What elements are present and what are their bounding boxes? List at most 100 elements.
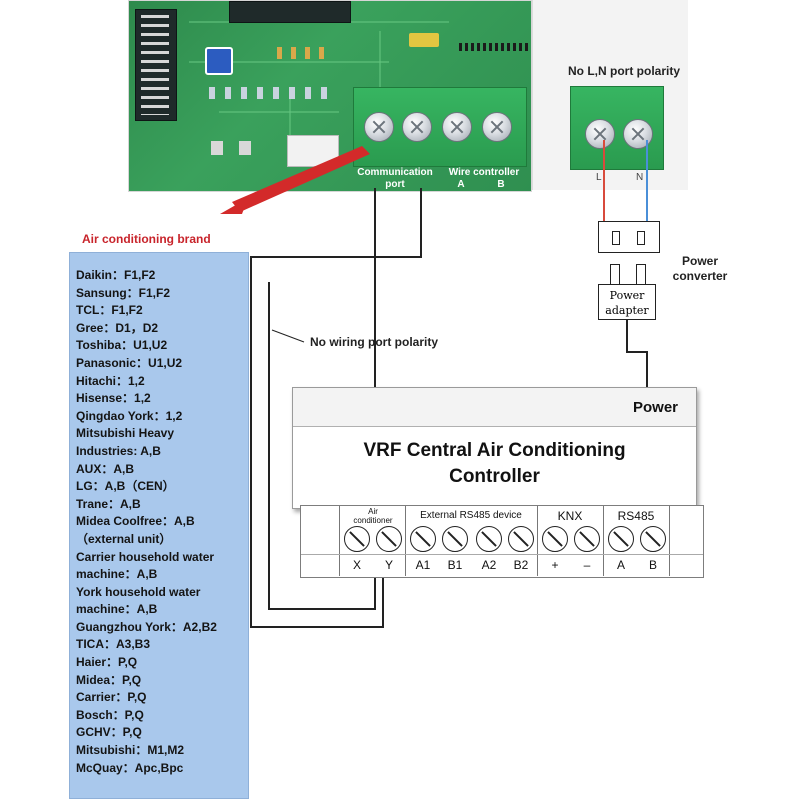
brand-line: LG：A,B（CEN） <box>76 479 175 494</box>
terminal-plus-screw <box>542 526 568 552</box>
screw-comm-1 <box>364 112 394 142</box>
communication-port-label: Communication port <box>357 167 433 190</box>
controller-title-line1: VRF Central Air Conditioning <box>363 440 626 461</box>
controller-power-label: Power <box>632 399 678 416</box>
comm-wire-a-h <box>268 608 376 610</box>
brand-line: GCHV：P,Q <box>76 725 142 740</box>
screw-comm-2 <box>402 112 432 142</box>
power-polarity-note: No L,N port polarity <box>568 64 680 78</box>
controller-power-bar: Power <box>293 388 696 427</box>
screw-wire-a <box>442 112 472 142</box>
brand-line: Gree：D1，D2 <box>76 320 159 335</box>
vrf-controller: Power VRF Central Air Conditioning Contr… <box>292 387 697 509</box>
controller-title: VRF Central Air Conditioning Controller <box>293 438 696 490</box>
comm-wire-b-v3 <box>382 570 384 628</box>
terminal-plus-label: + <box>551 558 559 572</box>
brand-line: Daikin：F1,F2 <box>76 268 156 282</box>
adapter-line1: Power <box>609 289 645 302</box>
terminal-x-label: X <box>352 558 361 572</box>
power-wire-h <box>626 351 648 353</box>
terminal-rs485-a-screw <box>608 526 634 552</box>
plug-prong-left <box>610 264 620 286</box>
brand-line: Hisense：1,2 <box>76 391 151 406</box>
pcb-terminal-block <box>353 87 527 167</box>
brand-line: Carrier：P,Q <box>76 690 147 705</box>
air-conditioner-group-label: Air conditioner <box>341 507 405 525</box>
brand-line: Qingdao York：1,2 <box>76 408 183 423</box>
brand-line: Hitachi：1,2 <box>76 373 145 388</box>
comm-wire-b-h2 <box>250 626 384 628</box>
wire-controller-label: Wire controller <box>448 167 520 178</box>
brand-line: Mitsubishi Heavy <box>76 426 175 441</box>
brand-line: machine：A,B <box>76 567 158 582</box>
brand-line: Haier：P,Q <box>76 655 138 670</box>
terminal-rs485-b-screw <box>640 526 666 552</box>
external-rs485-group-label: External RS485 device <box>420 510 522 521</box>
rs485-group-label: RS485 <box>617 509 655 523</box>
comm-wire-b-v2 <box>250 256 252 628</box>
ic-pins <box>141 15 169 115</box>
n-label: N <box>636 172 644 183</box>
brand-line: Midea：P,Q <box>76 672 142 687</box>
plug-prong-right <box>636 264 646 286</box>
terminal-a1-screw <box>410 526 436 552</box>
resistor-row <box>209 87 329 99</box>
brand-line: Bosch：P,Q <box>76 707 144 722</box>
l-label: L <box>596 172 602 183</box>
brand-line: TCL：F1,F2 <box>76 303 143 318</box>
wire-l-red <box>603 140 605 222</box>
brand-line: machine：A,B <box>76 602 158 617</box>
brand-line: AUX：A,B <box>76 461 135 476</box>
terminal-a2-label: A2 <box>481 558 497 572</box>
brand-line: Midea Coolfree：A,B <box>76 514 195 529</box>
terminal-x-screw <box>344 526 370 552</box>
wire-n-blue <box>646 140 648 222</box>
terminal-b1-screw <box>442 526 468 552</box>
power-adapter: Power adapter <box>598 284 656 320</box>
terminal-a1-label: A1 <box>415 558 431 572</box>
brand-line: Industries: A,B <box>76 443 161 458</box>
wiring-polarity-note: No wiring port polarity <box>310 335 438 349</box>
potentiometer <box>205 47 233 75</box>
power-converter-line2: converter <box>672 269 728 283</box>
brand-heading: Air conditioning brand <box>82 232 211 246</box>
power-wire-v1 <box>626 320 628 352</box>
brand-line: Carrier household water <box>76 549 215 564</box>
indoor-unit-pcb: Communication port Wire controller A B <box>128 0 532 192</box>
terminal-b2-label: B2 <box>513 558 529 572</box>
screw-wire-b <box>482 112 512 142</box>
terminal-minus-label: – <box>583 558 591 572</box>
air-conditioner-line1: Air <box>368 507 378 516</box>
note-leader-line <box>271 329 305 343</box>
brand-line: TICA：A3,B3 <box>76 637 151 652</box>
power-converter-label: Power converter <box>664 254 736 284</box>
brand-line: McQuay：Apc,Bpc <box>76 760 184 775</box>
power-terminal-block <box>570 86 664 170</box>
terminal-rs485-b-label: B <box>648 558 657 572</box>
terminal-b2-screw <box>508 526 534 552</box>
controller-title-line2: Controller <box>449 466 540 487</box>
brand-line: Guangzhou York：A2,B2 <box>76 619 217 634</box>
power-converter-line1: Power <box>681 254 718 268</box>
power-socket <box>598 221 660 253</box>
brand-line: Trane：A,B <box>76 496 141 511</box>
brand-line: Sansung：F1,F2 <box>76 285 171 300</box>
screw-n <box>623 119 653 149</box>
components-top <box>277 47 327 59</box>
chip-top <box>229 1 351 23</box>
comm-wire-a-v2 <box>268 282 270 610</box>
wire-controller-b-label: B <box>497 179 505 190</box>
wire-controller-a-label: A <box>457 179 465 190</box>
header-pins <box>459 43 529 51</box>
terminal-b1-label: B1 <box>447 558 463 572</box>
adapter-line2: adapter <box>605 304 649 317</box>
comm-wire-b-v <box>420 188 422 258</box>
controller-terminal-strip: Air conditioner External RS485 device KN… <box>300 505 704 578</box>
terminal-rs485-a-label: A <box>616 558 625 572</box>
knx-group-label: KNX <box>557 509 583 523</box>
red-arrow <box>220 146 370 214</box>
brand-line: York household water <box>76 584 201 599</box>
brand-line: （external unit） <box>76 531 172 546</box>
